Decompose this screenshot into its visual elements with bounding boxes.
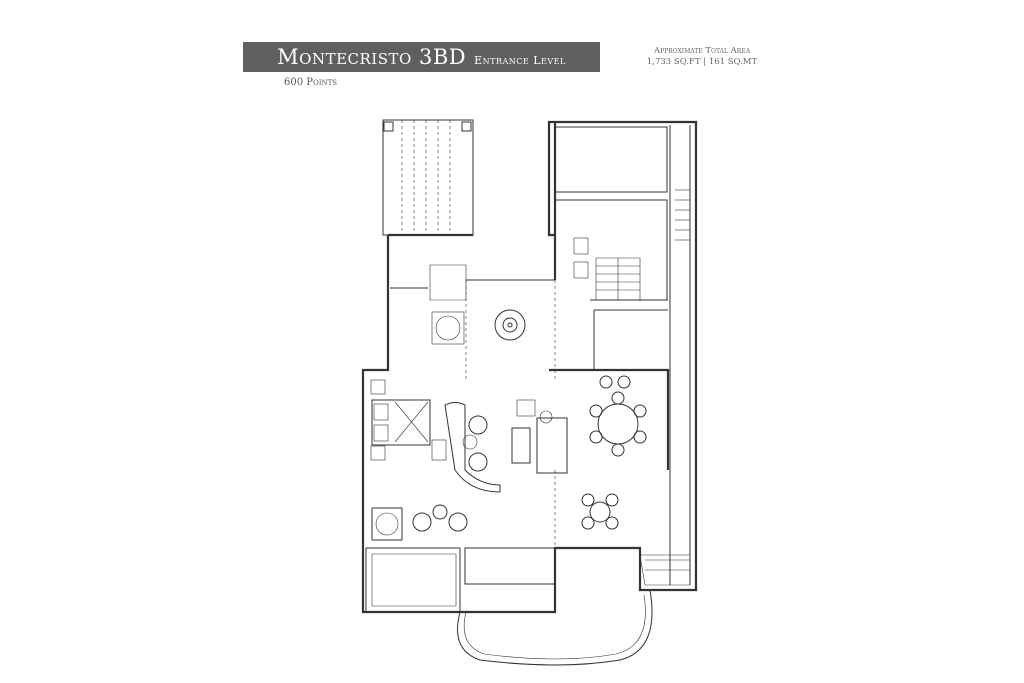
title-banner: Montecristo 3BD Entrance Level bbox=[243, 42, 600, 72]
terrace-furniture bbox=[371, 504, 468, 541]
pool-inner bbox=[463, 594, 646, 660]
bed bbox=[370, 379, 431, 461]
pool bbox=[457, 589, 653, 666]
living-furniture bbox=[431, 399, 568, 493]
total-area: Approximate Total Area 1,733 SQ.FT | 161… bbox=[632, 46, 772, 68]
dining-table bbox=[581, 375, 647, 530]
area-value: 1,733 SQ.FT | 161 SQ.MT bbox=[646, 57, 758, 67]
area-label: Approximate Total Area bbox=[653, 46, 751, 56]
pergola bbox=[382, 119, 474, 236]
plan-title: Montecristo 3BD bbox=[277, 45, 467, 69]
points-label: 600 Points bbox=[284, 77, 338, 88]
entry-fountain bbox=[494, 309, 526, 341]
plan-level: Entrance Level bbox=[474, 54, 566, 67]
walls bbox=[361, 120, 698, 614]
